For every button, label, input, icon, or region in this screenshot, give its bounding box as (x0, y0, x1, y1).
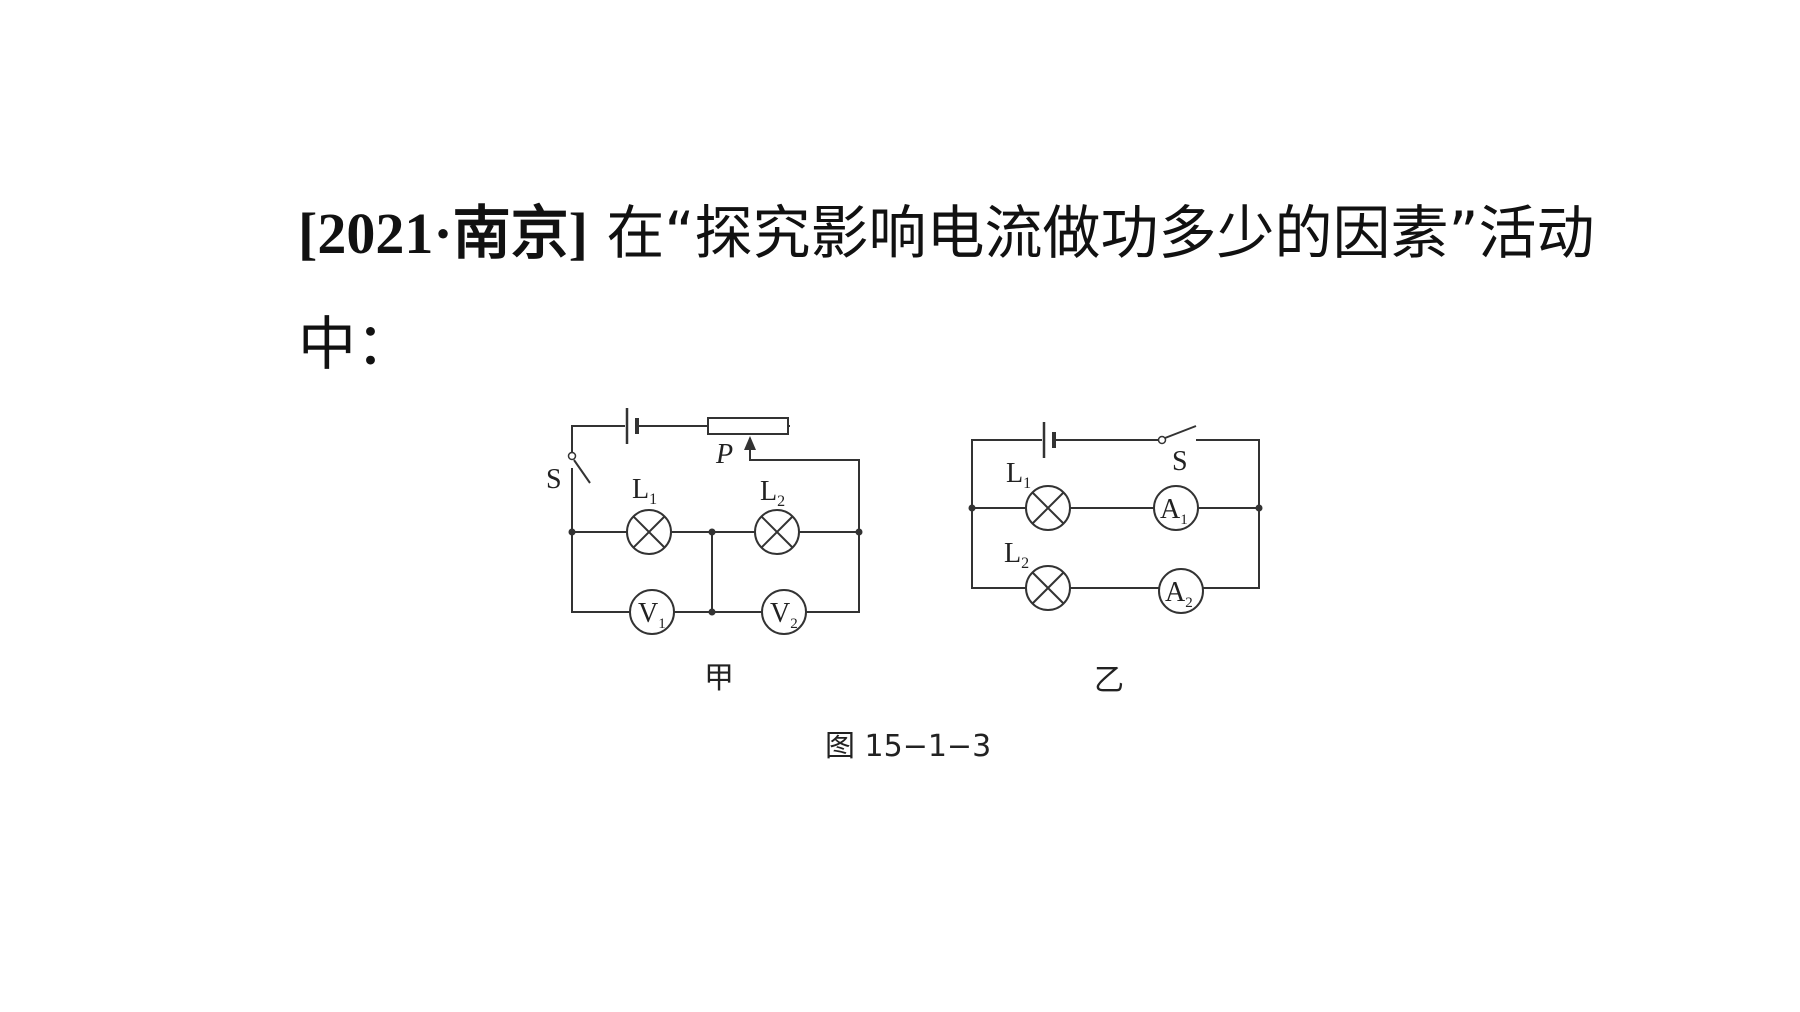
question-source: [2021·南京] (298, 201, 588, 266)
circuit-b-label: 乙 (1094, 663, 1124, 698)
circuit-a-battery-icon (625, 408, 639, 444)
circuit-a-label: 甲 (704, 661, 734, 696)
circuit-a-switch-label: S (546, 464, 562, 495)
circuit-b-switch-label: S (1172, 446, 1188, 477)
circuit-a-top-wire (571, 425, 625, 460)
circuit-b-switch-icon (1157, 425, 1197, 445)
circuit-b-battery-icon (1042, 422, 1056, 458)
circuit-b-lamp2-label: L2 (1004, 538, 1029, 572)
circuit-b-lamp1-icon (1025, 485, 1071, 531)
circuit-b-lamp2-icon (1025, 565, 1071, 611)
circuit-a-rheostat (707, 417, 789, 435)
circuit-a: P S L1 L2 V1 (546, 408, 863, 696)
circuit-b-ammeter1: A1 (1153, 485, 1199, 531)
circuit-a-slider-arrow-icon (744, 436, 860, 532)
figure-caption: 图 15−1−3 (825, 729, 991, 764)
svg-text:V1: V1 (638, 598, 666, 632)
circuit-a-lamp2-label: L2 (760, 476, 785, 510)
circuit-a-lamp2-icon (754, 509, 800, 555)
circuit-a-voltmeter2: V2 (761, 589, 807, 635)
circuit-b-lamp1-label: L1 (1006, 458, 1031, 492)
circuit-a-lamp1-label: L1 (632, 474, 657, 508)
question-text: [2021·南京] 在“探究影响电流做功多少的因素”活动中： (298, 178, 1688, 399)
circuit-a-slider-label: P (715, 439, 733, 470)
circuit-a-lamp1-icon (626, 509, 672, 555)
svg-text:V2: V2 (770, 598, 798, 632)
question-body: 在“探究影响电流做功多少的因素”活动中： (298, 199, 1595, 378)
svg-text:A2: A2 (1165, 577, 1193, 611)
svg-text:A1: A1 (1160, 494, 1188, 528)
circuit-b-ammeter2: A2 (1158, 568, 1204, 614)
circuit-b: S A1 L1 A2 L2 乙 (968, 422, 1263, 698)
circuit-a-voltmeter1: V1 (629, 589, 675, 635)
circuit-a-switch-icon (567, 451, 591, 484)
